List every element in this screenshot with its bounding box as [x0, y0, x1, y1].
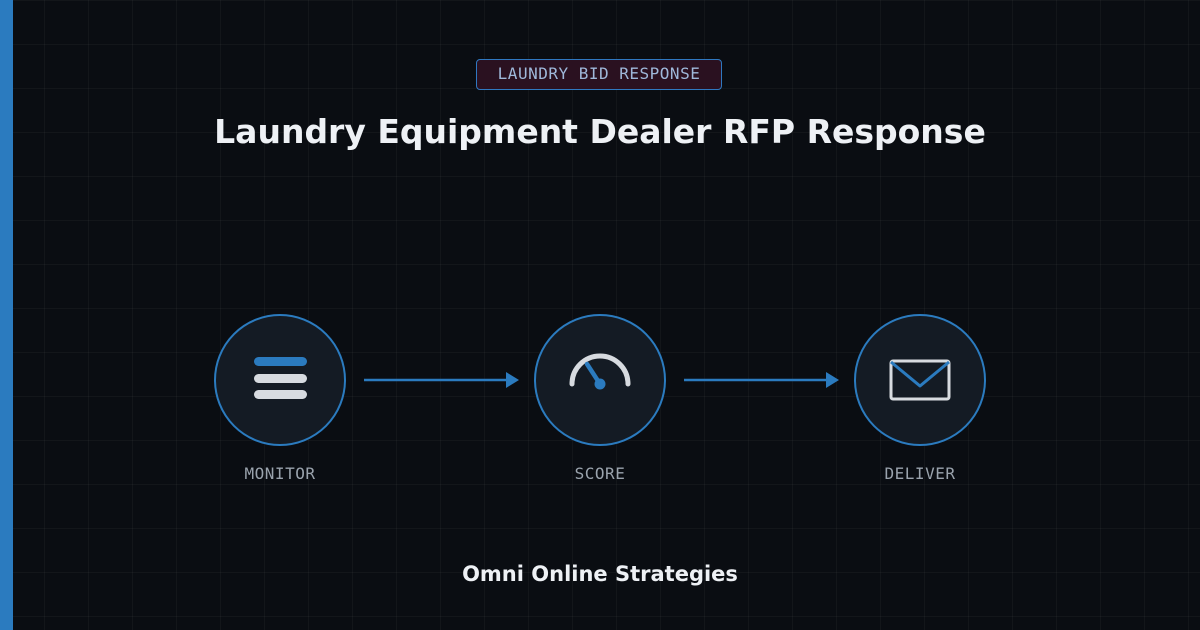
flow-arrow-monitor-to-score — [364, 372, 519, 388]
step-score-node — [534, 314, 666, 446]
step-label-monitor: MONITOR — [244, 464, 316, 483]
category-badge: LAUNDRY BID RESPONSE — [476, 59, 722, 90]
flow-arrow-score-to-deliver — [684, 372, 839, 388]
envelope-icon — [889, 359, 951, 401]
list-icon — [254, 357, 307, 399]
page-title: Laundry Equipment Dealer RFP Response — [214, 112, 986, 151]
step-monitor-node — [214, 314, 346, 446]
step-label-deliver: DELIVER — [884, 464, 956, 483]
step-label-score: SCORE — [574, 464, 626, 483]
step-deliver-node — [854, 314, 986, 446]
company-name: Omni Online Strategies — [462, 562, 738, 586]
gauge-icon — [569, 353, 631, 390]
left-accent-bar — [0, 0, 13, 630]
